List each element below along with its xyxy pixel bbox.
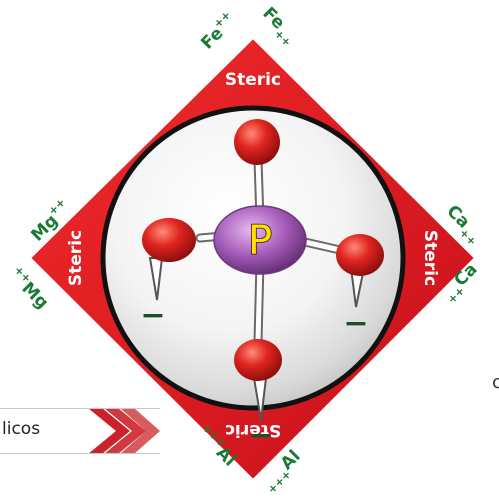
negative-charge-right: −	[343, 306, 368, 341]
partial-edge-text: c	[492, 372, 499, 393]
phosphorus-atom	[213, 205, 307, 275]
steric-label-right: Steric	[420, 230, 440, 286]
partial-tab-label[interactable]: licos	[0, 408, 160, 454]
negative-charge-left: −	[140, 298, 165, 333]
steric-label-left: Steric	[66, 230, 86, 286]
partial-tab-text: licos	[2, 419, 41, 439]
ion-fe-right: Fe++	[256, 3, 302, 49]
oxygen-atom-right	[336, 234, 384, 276]
oxygen-atom-bottom	[234, 339, 282, 381]
negative-charge-bottom: −	[248, 418, 273, 453]
oxygen-atom-left	[142, 218, 196, 262]
oxygen-atom-top	[234, 119, 280, 165]
steric-label-top: Steric	[225, 70, 281, 90]
chevron-arrows-icon	[88, 408, 160, 454]
ion-fe-left: Fe++	[195, 8, 240, 53]
phosphorus-symbol: P	[248, 218, 272, 264]
steric-label-bottom: Steric	[225, 420, 281, 440]
